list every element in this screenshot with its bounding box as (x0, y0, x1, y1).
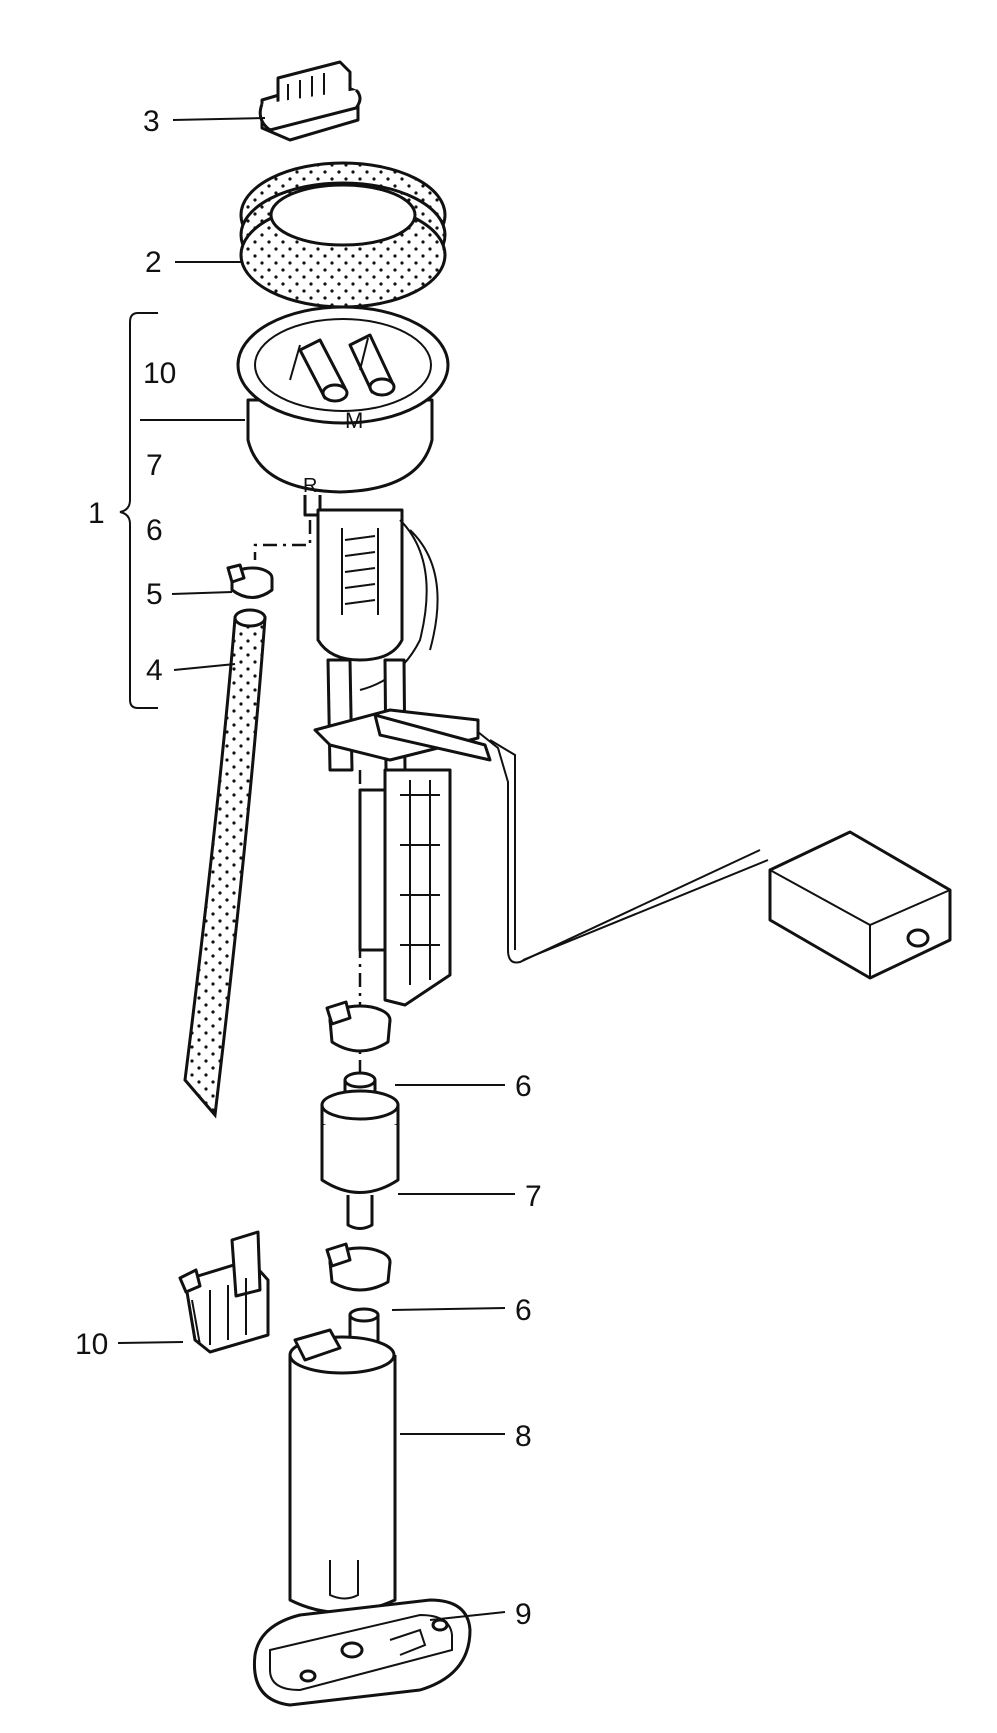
svg-text:R: R (303, 475, 317, 497)
float-block (768, 830, 952, 980)
callout-2: 2 (145, 246, 162, 279)
svg-text:M: M (345, 408, 363, 433)
callout-4: 4 (146, 654, 163, 687)
callout-5: 5 (146, 578, 163, 611)
callout-8: 8 (515, 1420, 532, 1453)
callout-10-bracket: 10 (143, 357, 176, 390)
part-10-connector-housing (178, 1230, 270, 1354)
part-6-upper-clamp (325, 1000, 392, 1053)
part-8-fuel-pump (288, 1307, 397, 1614)
callout-6-upper: 6 (515, 1070, 532, 1103)
part-4-hose (183, 608, 267, 1119)
part-9-base-plate (252, 1598, 472, 1707)
part-5-hose-clamp (226, 563, 274, 599)
callout-7: 7 (525, 1180, 542, 1213)
fuel-gauge-float-arm (313, 708, 952, 980)
pump-guide-bracket (358, 768, 452, 1007)
callout-3: 3 (143, 105, 160, 138)
callout-7-bracket: 7 (146, 449, 163, 482)
part-3-connector-clip (258, 60, 362, 142)
callout-1: 1 (88, 497, 105, 530)
callout-9: 9 (515, 1598, 532, 1631)
flange-pipes (289, 333, 396, 403)
callout-labels: 3 2 10 7 1 6 5 4 6 7 6 10 8 9 (75, 105, 542, 1631)
part-6-lower-clamp (325, 1242, 392, 1292)
callout-leader-lines (117, 117, 515, 1621)
part-1-sender-flange: M R (236, 305, 450, 517)
part-7-damper (320, 1071, 400, 1230)
callout-6-bracket: 6 (146, 514, 163, 547)
callout-10: 10 (75, 1328, 108, 1361)
callout-6-lower: 6 (515, 1294, 532, 1327)
part-2-sealing-ring (239, 161, 447, 309)
group-1-brace (119, 312, 245, 709)
